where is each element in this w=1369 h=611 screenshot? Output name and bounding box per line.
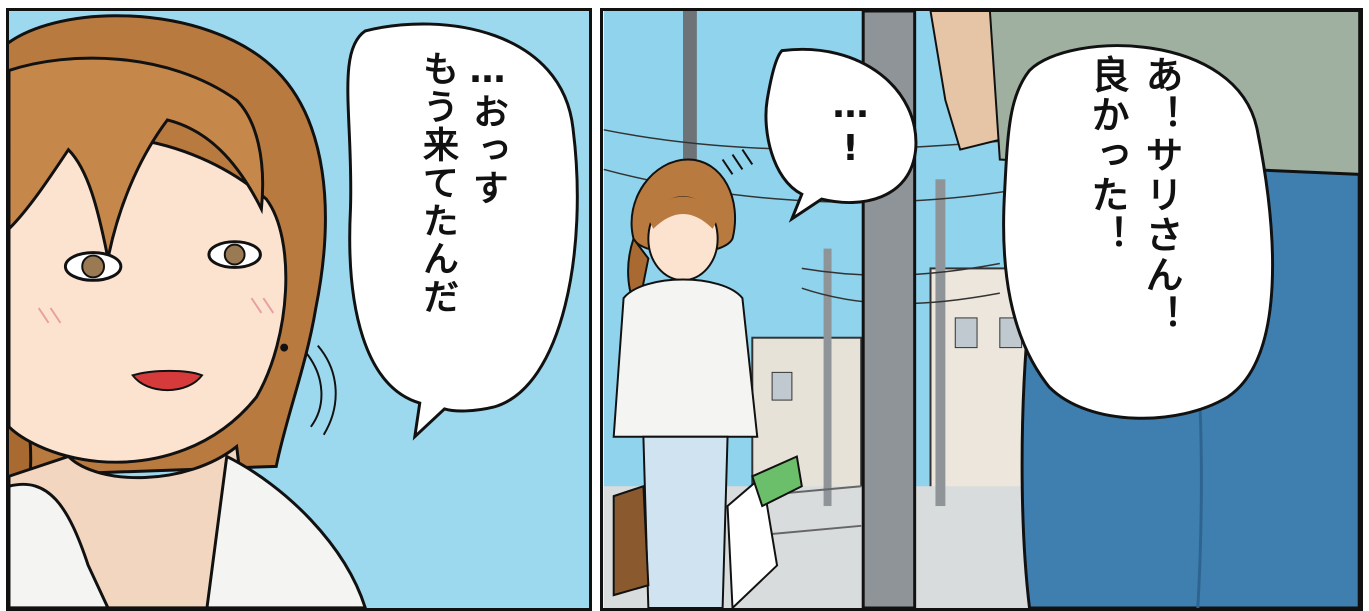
panel-left bbox=[6, 8, 592, 611]
panel-right-art bbox=[603, 11, 1360, 608]
speech-bubble-small: …! bbox=[830, 85, 871, 171]
panel-left-art bbox=[9, 11, 589, 608]
speech-bubble-left: …おっす もう来てたんだ bbox=[417, 50, 508, 316]
panel-right bbox=[600, 8, 1363, 611]
speech-bubble-large: あ！サリさん！ 良かった！ bbox=[1085, 55, 1183, 335]
